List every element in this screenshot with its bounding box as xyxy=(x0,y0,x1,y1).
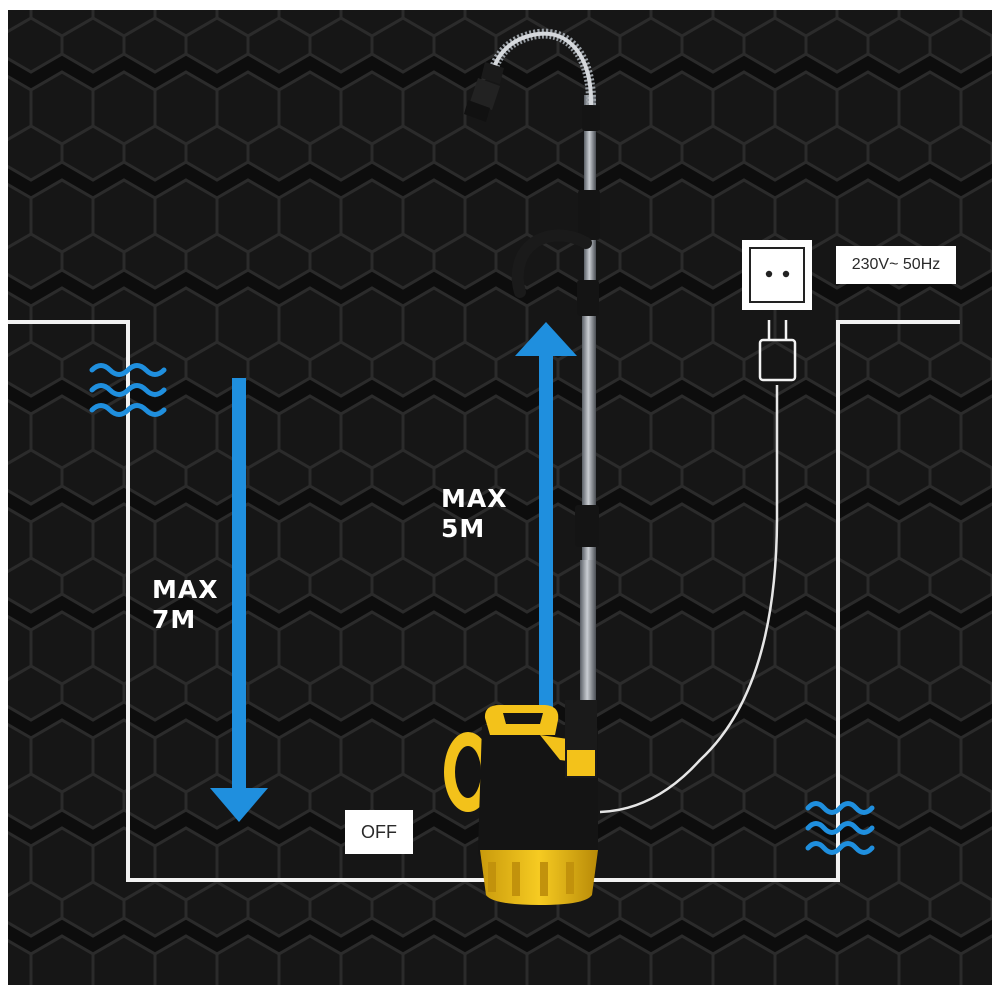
power-spec-badge: 230V~ 50Hz xyxy=(836,246,956,284)
arrow-down-icon xyxy=(210,378,268,822)
hose-nozzle xyxy=(464,62,504,122)
flexible-hose-highlight xyxy=(492,31,594,106)
submersible-pump xyxy=(444,700,598,905)
power-cable xyxy=(599,385,779,814)
pipe-hook xyxy=(511,229,592,298)
discharge-pipe xyxy=(575,95,600,710)
switch-state-badge: OFF xyxy=(345,810,413,854)
wall-socket-icon xyxy=(742,240,812,310)
water-waves-icon xyxy=(89,363,167,417)
arrow-up-icon xyxy=(515,322,577,708)
max-height-label-line2: 5M xyxy=(441,514,486,543)
max-depth-label-line1: MAX xyxy=(152,575,219,604)
max-depth-label-line2: 7M xyxy=(152,605,197,634)
tank-outline xyxy=(8,320,960,882)
max-height-label-line1: MAX xyxy=(441,484,508,513)
power-plug-icon xyxy=(758,320,797,382)
water-waves-icon xyxy=(805,801,875,855)
